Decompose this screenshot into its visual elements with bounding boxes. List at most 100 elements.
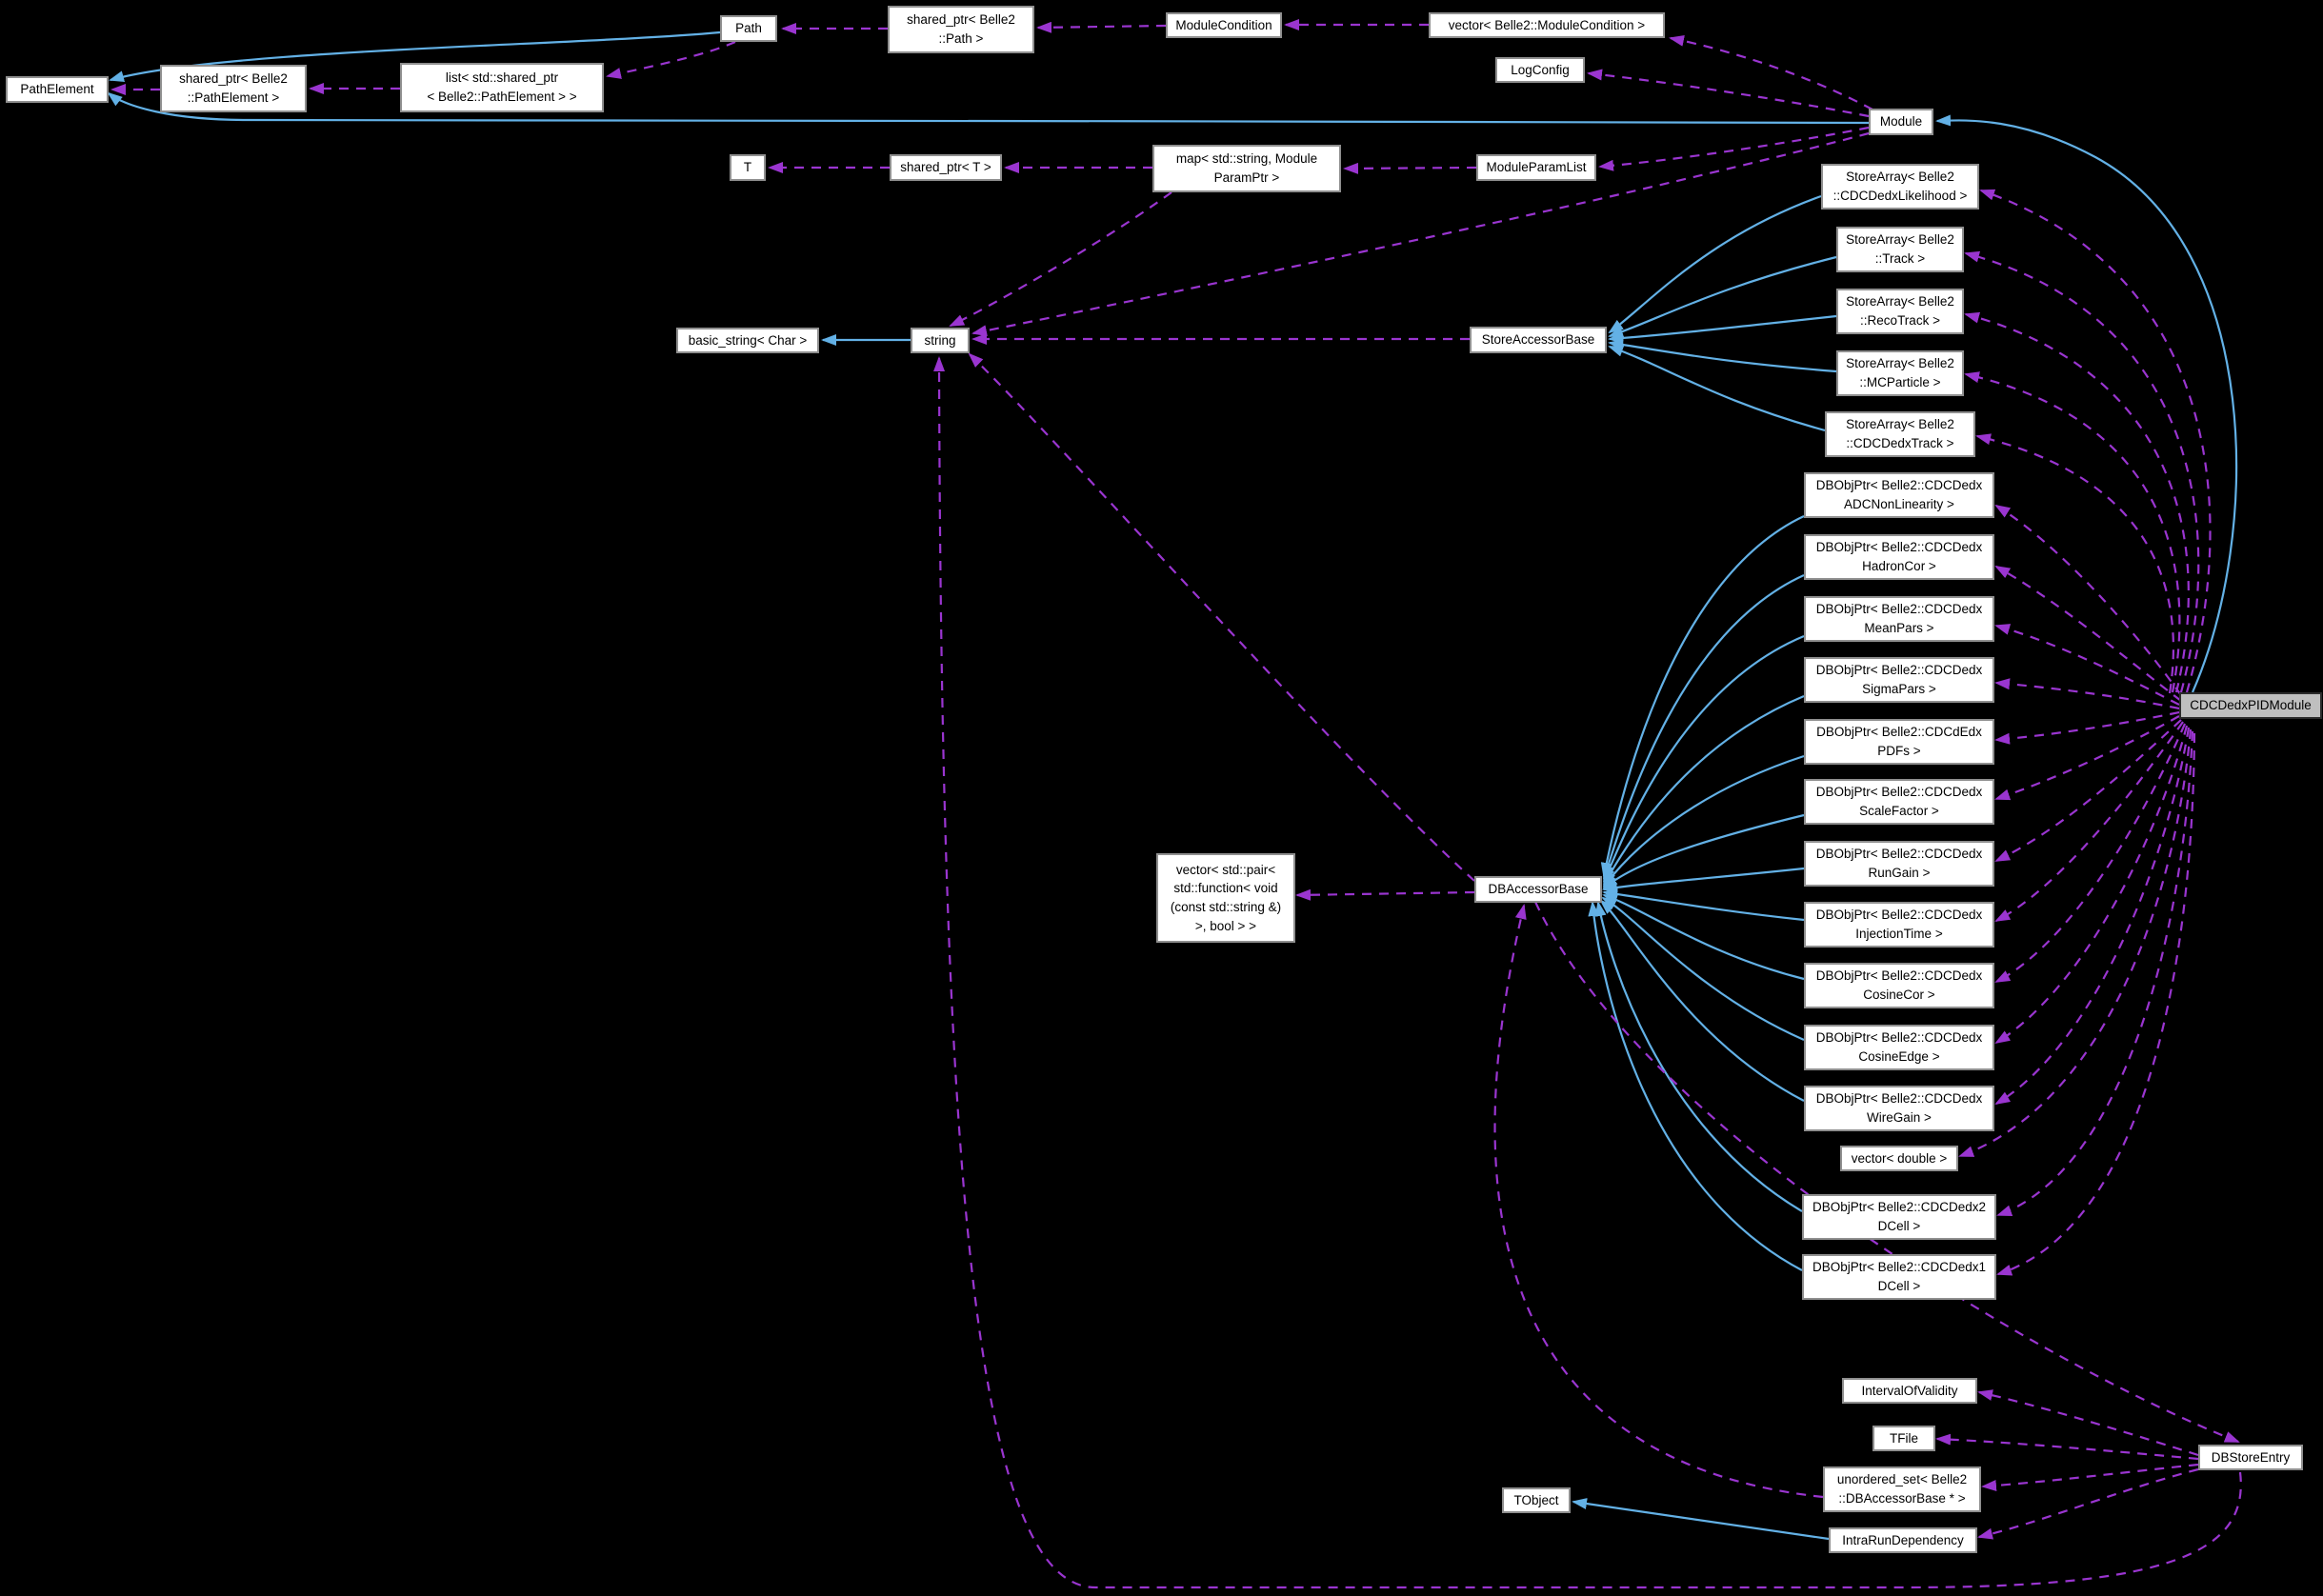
edge-cdcdedxpidmodule-to-dbobj-2dcell bbox=[1996, 730, 2194, 1217]
edge-cdcdedxpidmodule-to-dbobj-hadroncor bbox=[1994, 566, 2182, 702]
node-storearray-cdcdedxtrack[interactable]: StoreArray< Belle2 ::CDCDedxTrack > bbox=[1825, 411, 1975, 457]
edge-cdcdedxpidmodule-to-dbobj-cosinecor bbox=[1994, 723, 2187, 983]
node-sharedptr-path[interactable]: shared_ptr< Belle2 ::Path > bbox=[888, 6, 1034, 53]
edge-module-to-string bbox=[971, 131, 1870, 337]
edge-dbobj-1dcell-to-dbaccessorbase bbox=[1588, 901, 1803, 1271]
node-dbobjptr-1dcell[interactable]: DBObjPtr< Belle2::CDCDedx1 DCell > bbox=[1802, 1254, 1996, 1300]
edge-cdcdedxpidmodule-to-dbobj-scalefactor bbox=[1994, 715, 2180, 801]
node-storearray-recotrack[interactable]: StoreArray< Belle2 ::RecoTrack > bbox=[1836, 289, 1964, 334]
edge-storearray-likelihood-to-storeaccessorbase bbox=[1608, 194, 1822, 334]
edge-dbobj-scalefactor-to-dbaccessorbase bbox=[1602, 813, 1805, 890]
edge-cdcdedxpidmodule-to-storearray-likelihood bbox=[1979, 189, 2212, 693]
node-dbobjptr-2dcell[interactable]: DBObjPtr< Belle2::CDCDedx2 DCell > bbox=[1802, 1194, 1996, 1240]
node-dbobjptr-wiregain[interactable]: DBObjPtr< Belle2::CDCDedx WireGain > bbox=[1804, 1086, 1994, 1131]
edge-dbobj-rungain-to-dbaccessorbase bbox=[1602, 867, 1805, 893]
node-dbobjptr-cosinecor[interactable]: DBObjPtr< Belle2::CDCDedx CosineCor > bbox=[1804, 963, 1994, 1008]
edge-cdcdedxpidmodule-to-storearray-cdcdedxtrack bbox=[1975, 433, 2175, 694]
node-storeaccessorbase[interactable]: StoreAccessorBase bbox=[1470, 327, 1607, 353]
edge-dbobj-meanpars-to-dbaccessorbase bbox=[1602, 634, 1805, 884]
edge-intrarundependency-to-tobject bbox=[1572, 1498, 1830, 1541]
edge-dbobj-adcnonlinearity-to-dbaccessorbase bbox=[1600, 515, 1805, 878]
node-module[interactable]: Module bbox=[1869, 109, 1933, 135]
edge-storearray-track-to-storeaccessorbase bbox=[1608, 255, 1837, 338]
node-string[interactable]: string bbox=[911, 328, 970, 353]
edge-cdcdedxpidmodule-to-storearray-mcparticle bbox=[1964, 371, 2181, 693]
node-dbaccessorbase[interactable]: DBAccessorBase bbox=[1474, 876, 1602, 903]
edge-cdcdedxpidmodule-to-storearray-track bbox=[1964, 250, 2200, 693]
edge-unorderedset-to-dbaccessorbase bbox=[1493, 904, 1824, 1499]
node-moduleparamlist[interactable]: ModuleParamList bbox=[1476, 154, 1596, 181]
node-dbobjptr-scalefactor[interactable]: DBObjPtr< Belle2::CDCDedx ScaleFactor > bbox=[1804, 779, 1994, 825]
edge-map-to-string bbox=[949, 191, 1172, 327]
edge-dbobj-sigmapars-to-dbaccessorbase bbox=[1603, 694, 1805, 887]
node-storearray-mcparticle[interactable]: StoreArray< Belle2 ::MCParticle > bbox=[1836, 350, 1964, 396]
node-dbobjptr-meanpars[interactable]: DBObjPtr< Belle2::CDCDedx MeanPars > bbox=[1804, 596, 1994, 642]
edge-dbstoreentry-to-unorderedset bbox=[1981, 1463, 2199, 1491]
edge-cdcdedxpidmodule-to-vectordouble bbox=[1958, 728, 2193, 1158]
node-vector-double[interactable]: vector< double > bbox=[1840, 1146, 1958, 1171]
node-intervalofvalidity[interactable]: IntervalOfValidity bbox=[1842, 1378, 1977, 1404]
edge-dbobj-cosineedge-to-dbaccessorbase bbox=[1601, 897, 1805, 1042]
edge-dbobj-hadroncor-to-dbaccessorbase bbox=[1602, 573, 1805, 881]
node-unordered-set-dbaccessorbase[interactable]: unordered_set< Belle2 ::DBAccessorBase *… bbox=[1823, 1466, 1981, 1512]
edge-dbstoreentry-to-intrarundependency bbox=[1977, 1467, 2199, 1540]
edge-dbaccessorbase-to-string bbox=[968, 352, 1475, 882]
node-pathelement[interactable]: PathElement bbox=[6, 76, 109, 103]
edge-path-to-list bbox=[606, 40, 736, 79]
node-dbobjptr-pdfs[interactable]: DBObjPtr< Belle2::CDCdEdx PDFs > bbox=[1804, 719, 1994, 765]
edge-dbstoreentry-to-string bbox=[933, 356, 2242, 1589]
node-dbobjptr-rungain[interactable]: DBObjPtr< Belle2::CDCDedx RunGain > bbox=[1804, 841, 1994, 887]
node-dbobjptr-adcnonlinearity[interactable]: DBObjPtr< Belle2::CDCDedx ADCNonLinearit… bbox=[1804, 472, 1994, 518]
edge-dbobj-pdfs-to-dbaccessorbase bbox=[1602, 754, 1805, 888]
edge-cdcdedxpidmodule-to-storearray-recotrack bbox=[1964, 311, 2190, 693]
edge-cdcdedxpidmodule-to-dbobj-pdfs bbox=[1994, 710, 2180, 745]
edge-storearray-cdcdedxtrack-to-storeaccessorbase bbox=[1608, 345, 1826, 432]
node-t[interactable]: T bbox=[730, 154, 766, 181]
node-map-moduleparamptr[interactable]: map< std::string, Module ParamPtr > bbox=[1152, 145, 1341, 192]
node-logconfig[interactable]: LogConfig bbox=[1495, 57, 1585, 83]
node-intrarundependency[interactable]: IntraRunDependency bbox=[1829, 1527, 1977, 1553]
edge-dbstoreentry-to-intervalofvalidity bbox=[1977, 1389, 2199, 1457]
edge-module-to-moduleparamlist bbox=[1598, 126, 1870, 171]
node-tfile[interactable]: TFile bbox=[1872, 1426, 1935, 1451]
edge-storearray-recotrack-to-storeaccessorbase bbox=[1608, 314, 1837, 344]
node-list-sharedptr-pathelement[interactable]: list< std::shared_ptr < Belle2::PathElem… bbox=[400, 63, 604, 112]
edge-cdcdedxpidmodule-to-dbobj-1dcell bbox=[1996, 732, 2196, 1276]
edge-dbaccessorbase-to-dbstoreentry bbox=[1534, 901, 2240, 1444]
node-dbobjptr-injectiontime[interactable]: DBObjPtr< Belle2::CDCDedx InjectionTime … bbox=[1804, 902, 1994, 948]
edge-cdcdedxpidmodule-to-dbobj-meanpars bbox=[1994, 624, 2180, 706]
edge-cdcdedxpidmodule-to-dbobj-adcnonlinearity bbox=[1994, 504, 2182, 696]
edge-modulecondition-to-sharedptrpath bbox=[1036, 21, 1167, 33]
edge-dbobj-2dcell-to-dbaccessorbase bbox=[1594, 901, 1803, 1212]
edge-dbobj-injectiontime-to-dbaccessorbase bbox=[1602, 888, 1805, 922]
node-sharedptr-t[interactable]: shared_ptr< T > bbox=[890, 154, 1002, 181]
node-storearray-cdcdedxlikelihood[interactable]: StoreArray< Belle2 ::CDCDedxLikelihood > bbox=[1821, 164, 1979, 209]
node-sharedptr-pathelement[interactable]: shared_ptr< Belle2 ::PathElement > bbox=[160, 65, 307, 112]
edge-cdcdedxpidmodule-to-dbobj-cosineedge bbox=[1994, 725, 2189, 1045]
node-dbobjptr-sigmapars[interactable]: DBObjPtr< Belle2::CDCDedx SigmaPars > bbox=[1804, 657, 1994, 703]
edge-moduleparamlist-to-map bbox=[1343, 162, 1477, 174]
node-vector-modulecondition[interactable]: vector< Belle2::ModuleCondition > bbox=[1429, 12, 1665, 38]
edge-dbaccessorbase-to-vectorpair bbox=[1295, 888, 1475, 901]
node-basic-string[interactable]: basic_string< Char > bbox=[676, 328, 819, 353]
edge-cdcdedxpidmodule-to-dbobj-wiregain bbox=[1994, 727, 2191, 1106]
edge-cdcdedxpidmodule-to-dbobj-injectiontime bbox=[1994, 721, 2184, 922]
edge-dbobj-cosinecor-to-dbaccessorbase bbox=[1602, 893, 1805, 981]
edge-module-to-pathelement bbox=[107, 91, 1870, 125]
node-tobject[interactable]: TObject bbox=[1502, 1487, 1571, 1513]
edge-cdcdedxpidmodule-to-module bbox=[1935, 114, 2238, 693]
node-path[interactable]: Path bbox=[720, 15, 777, 42]
edge-module-to-logconfig bbox=[1587, 69, 1870, 118]
node-dbobjptr-cosineedge[interactable]: DBObjPtr< Belle2::CDCDedx CosineEdge > bbox=[1804, 1025, 1994, 1070]
edge-cdcdedxpidmodule-to-dbobj-rungain bbox=[1994, 719, 2182, 862]
node-modulecondition[interactable]: ModuleCondition bbox=[1166, 12, 1282, 38]
edge-cdcdedxpidmodule-to-dbobj-sigmapars bbox=[1994, 678, 2180, 710]
node-vector-pair-function[interactable]: vector< std::pair< std::function< void (… bbox=[1156, 853, 1295, 943]
node-dbstoreentry[interactable]: DBStoreEntry bbox=[2198, 1445, 2303, 1470]
node-dbobjptr-hadroncor[interactable]: DBObjPtr< Belle2::CDCDedx HadronCor > bbox=[1804, 534, 1994, 580]
node-cdcdedxpidmodule: CDCDedxPIDModule bbox=[2179, 692, 2322, 719]
node-storearray-track[interactable]: StoreArray< Belle2 ::Track > bbox=[1836, 227, 1964, 272]
edge-dbstoreentry-to-tfile bbox=[1935, 1433, 2199, 1461]
